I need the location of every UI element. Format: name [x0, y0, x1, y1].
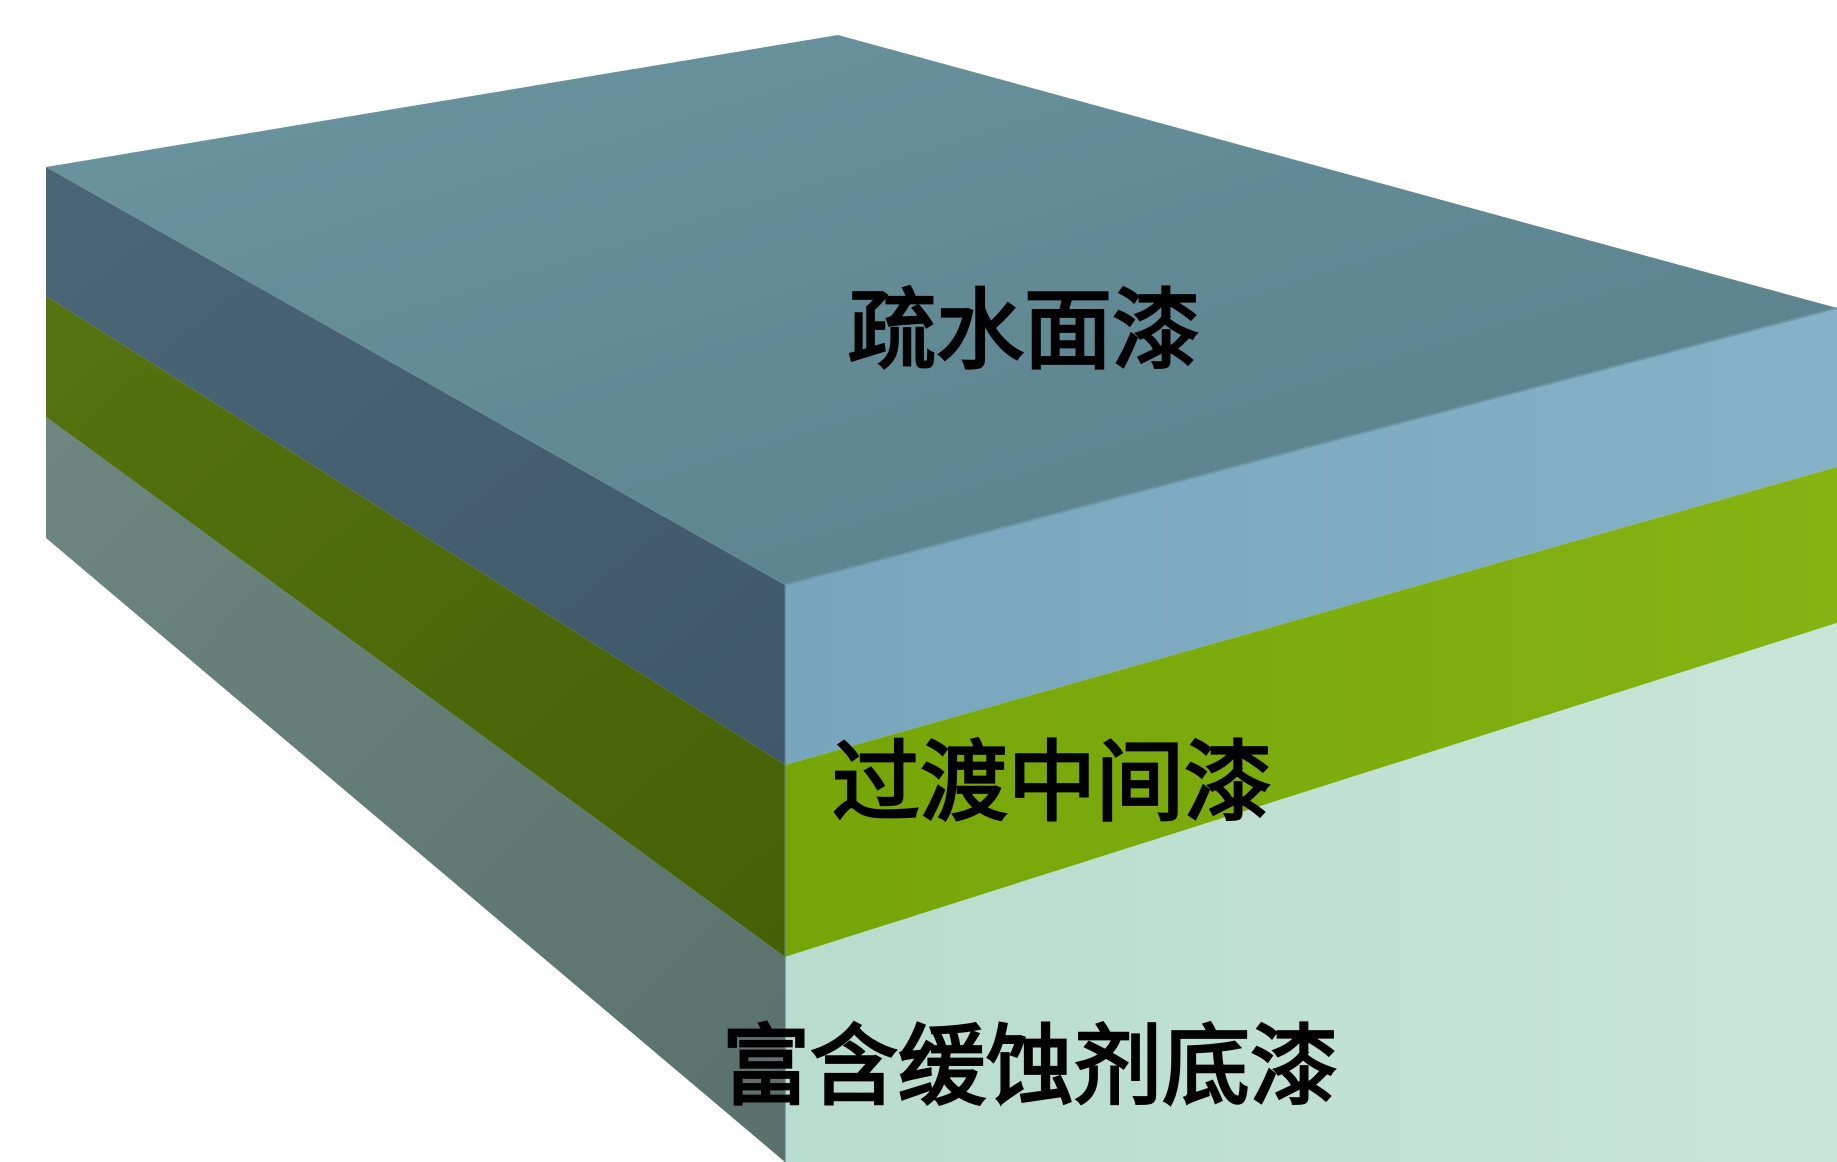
- top-layer-left-face: [46, 167, 785, 765]
- bottom-layer-label: 富含缓蚀剂底漆: [722, 1014, 1339, 1118]
- middle-layer-left-face: [46, 296, 785, 957]
- top-layer-top-face: [46, 35, 1837, 585]
- bottom-layer-front-face: [785, 623, 1837, 1162]
- middle-layer-label: 过渡中间漆: [832, 730, 1273, 834]
- middle-layer-front-face: [785, 467, 1837, 957]
- top-layer-front-face: [785, 308, 1837, 765]
- top-layer-label: 疏水面漆: [848, 278, 1201, 382]
- top-front-edge: [784, 307, 1837, 586]
- bottom-layer-left-face: [46, 417, 785, 1162]
